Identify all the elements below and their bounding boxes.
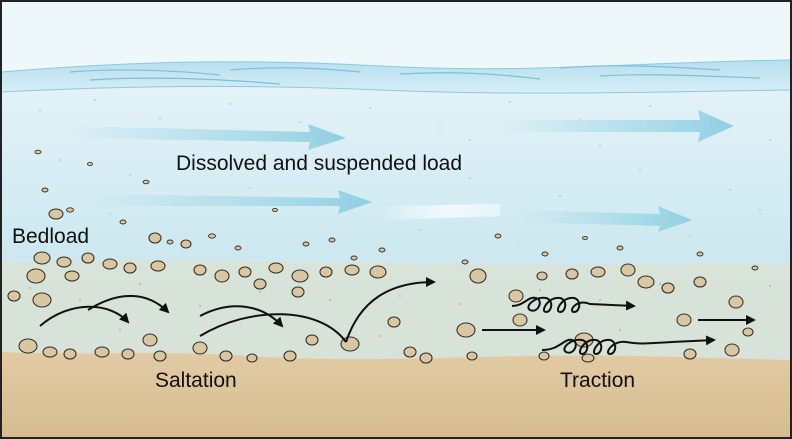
traction-arrow-icon [482, 315, 756, 335]
bed-pebbles [18, 313, 754, 364]
suspended-load-label: Dissolved and suspended load [176, 152, 463, 175]
saltation-label: Saltation [155, 369, 237, 392]
surface-ripples [69, 65, 761, 85]
bedload-label: Bedload [12, 225, 90, 248]
suspended-speckles [39, 99, 771, 241]
saltation-arrow-icon [39, 277, 436, 343]
river-bed [1, 352, 791, 438]
flow-arrow-icon [70, 110, 734, 232]
traction-label: Traction [560, 369, 636, 392]
pebble-icon [7, 208, 744, 309]
rolling-arrow-icon [511, 296, 716, 356]
suspended-particles [34, 149, 759, 271]
